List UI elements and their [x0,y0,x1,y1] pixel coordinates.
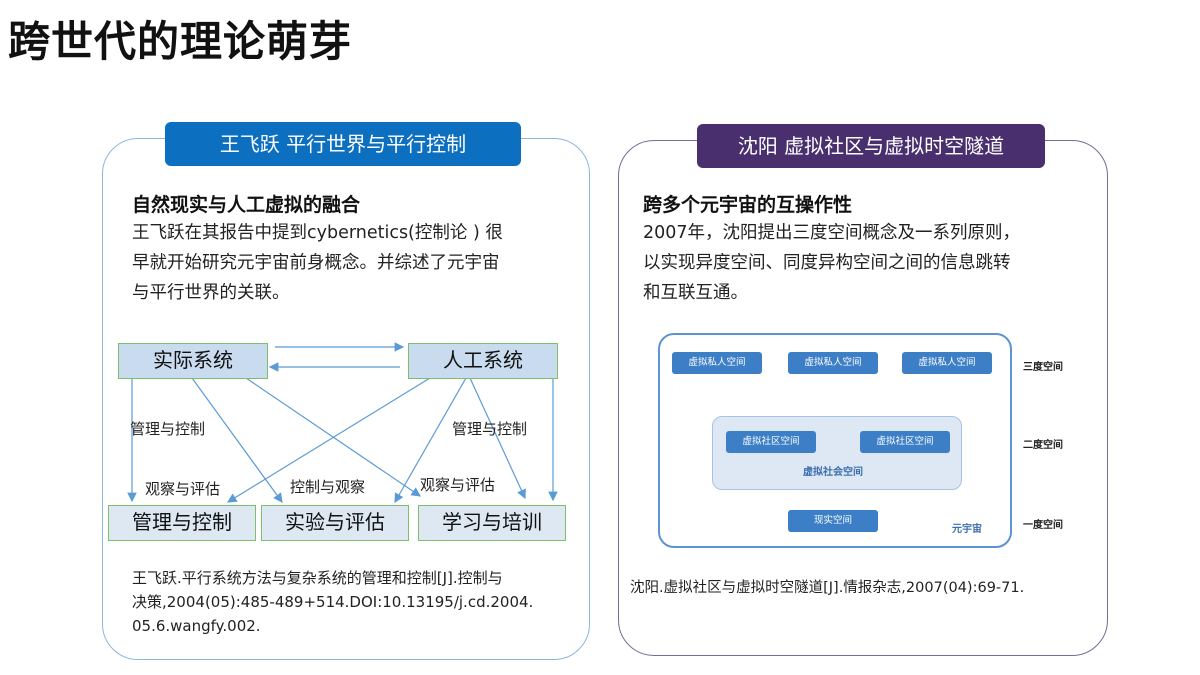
edge-label-left-management: 管理与控制 [130,420,206,438]
node-experiment-evaluation: 实验与评估 [261,505,409,541]
right-body-line: 以实现异度空间、同度异构空间之间的信息跳转 [643,253,1011,273]
shen-yang-card-tab: 沈阳 虚拟社区与虚拟时空隧道 [697,124,1045,168]
right-subtitle: 跨多个元宇宙的互操作性 [643,194,853,216]
metaverse-label: 元宇宙 [952,524,982,535]
right-reference: 沈阳.虚拟社区与虚拟时空隧道[J].情报杂志,2007(04):69-71. [630,580,1025,596]
edge-label-right-management: 管理与控制 [452,420,528,438]
wang-feiyue-card-tab: 王飞跃 平行世界与平行控制 [165,122,521,166]
virtual-social-space-label: 虚拟社会空间 [803,467,863,478]
left-reference-line: 05.6.wangfy.002. [132,617,261,635]
metaverse-frame [658,333,1012,548]
real-space: 现实空间 [788,510,878,532]
virtual-private-space-1: 虚拟私人空间 [672,352,762,374]
left-reference-line: 王飞跃.平行系统方法与复杂系统的管理和控制[J].控制与 [132,569,503,587]
edge-label-right-observe: 观察与评估 [420,476,496,494]
right-body-text: 2007年，沈阳提出三度空间概念及一系列原则， 以实现异度空间、同度异构空间之间… [643,218,1093,308]
shen-yang-card [618,140,1108,656]
left-body-line: 王飞跃在其报告中提到cybernetics(控制论 ) 很 [132,223,503,243]
node-artificial-system: 人工系统 [408,343,558,379]
right-body-line: 和互联互通。 [643,283,748,303]
node-management-control: 管理与控制 [108,505,256,541]
virtual-community-space-1: 虚拟社区空间 [726,431,816,453]
level-three-label: 三度空间 [1023,362,1063,373]
virtual-private-space-2: 虚拟私人空间 [788,352,878,374]
left-body-line: 早就开始研究元宇宙前身概念。并综述了元宇宙 [132,253,500,273]
virtual-social-space-region [712,416,962,490]
virtual-private-space-3: 虚拟私人空间 [902,352,992,374]
left-subtitle: 自然现实与人工虚拟的融合 [132,194,361,216]
wang-feiyue-card [102,138,590,660]
left-reference-line: 决策,2004(05):485-489+514.DOI:10.13195/j.c… [132,593,534,611]
edge-label-middle: 控制与观察 [290,478,366,496]
left-reference: 王飞跃.平行系统方法与复杂系统的管理和控制[J].控制与 决策,2004(05)… [132,566,577,638]
left-body-line: 与平行世界的关联。 [132,283,290,303]
edge-label-left-observe: 观察与评估 [145,480,221,498]
node-real-system: 实际系统 [118,343,268,379]
page-title: 跨世代的理论萌芽 [8,17,353,66]
left-body-text: 王飞跃在其报告中提到cybernetics(控制论 ) 很 早就开始研究元宇宙前… [132,218,582,308]
virtual-community-space-2: 虚拟社区空间 [860,431,950,453]
right-body-line: 2007年，沈阳提出三度空间概念及一系列原则， [643,223,1021,243]
node-learning-training: 学习与培训 [418,505,566,541]
level-two-label: 二度空间 [1023,440,1063,451]
level-one-label: 一度空间 [1023,520,1063,531]
